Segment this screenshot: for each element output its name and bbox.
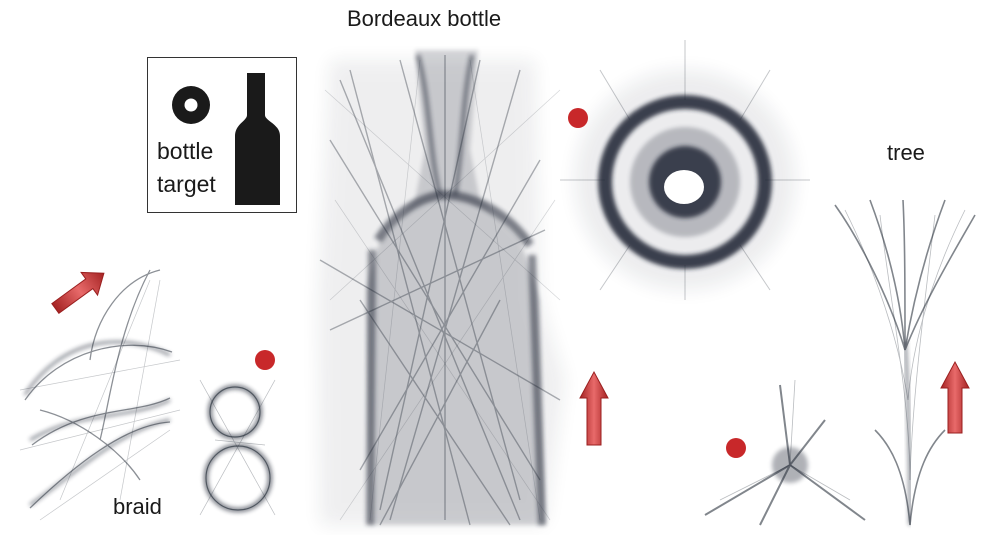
ring-target-shape <box>560 40 810 300</box>
tree-shape <box>835 200 975 525</box>
red-arrow <box>941 362 969 433</box>
inset-legend-box: bottle target <box>147 57 297 213</box>
inset-bottle-label: bottle <box>157 138 213 165</box>
bordeaux-bottle-label: Bordeaux bottle <box>347 6 501 32</box>
figure-eight-shape <box>200 380 275 515</box>
ring-target-icon <box>172 86 210 124</box>
braid-shape <box>20 270 180 520</box>
inset-target-label: target <box>157 171 216 198</box>
bottle-silhouette-icon <box>235 73 280 205</box>
bordeaux-bottle-shape <box>318 50 565 525</box>
red-dot-marker <box>568 108 588 128</box>
red-dot-marker <box>255 350 275 370</box>
red-arrow <box>580 372 608 445</box>
red-dot-marker <box>726 438 746 458</box>
tree-label: tree <box>887 140 925 166</box>
braid-label: braid <box>113 494 162 520</box>
red-arrow <box>47 262 112 320</box>
